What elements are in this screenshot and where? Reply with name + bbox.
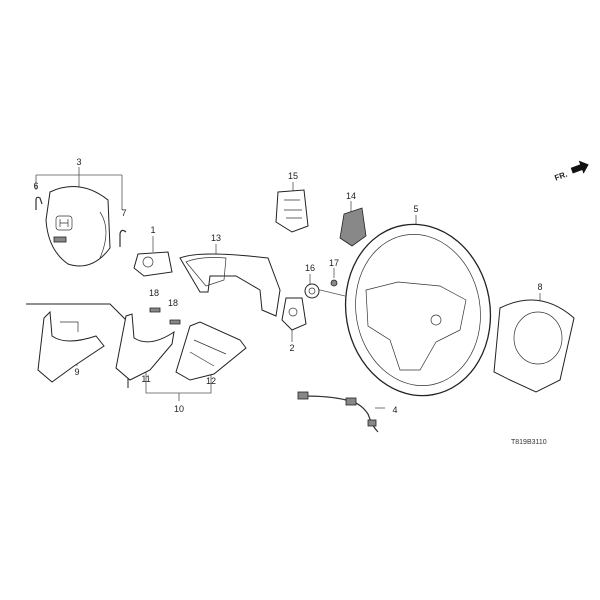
label-2: 2: [289, 343, 294, 353]
clip-7: [119, 229, 127, 247]
clip-6: [35, 196, 43, 210]
screw-18a: [149, 307, 161, 313]
label-6: 6: [33, 181, 38, 191]
label-3: 3: [76, 157, 81, 167]
cover-8: [493, 299, 575, 393]
label-7: 7: [121, 208, 126, 218]
steering-wheel: [344, 223, 492, 397]
cover-11: [115, 313, 175, 381]
bolt-17: [330, 279, 338, 287]
label-17: 17: [329, 258, 339, 268]
bezel-12: [175, 321, 247, 381]
label-8: 8: [537, 282, 542, 292]
part-16: [304, 283, 320, 299]
drawing-code: T819B3110: [511, 439, 547, 446]
cover-9: [37, 310, 105, 383]
arrow-icon: [570, 160, 589, 174]
label-11: 11: [141, 374, 150, 384]
garnish-13: [179, 253, 281, 317]
label-1: 1: [150, 225, 155, 235]
label-4: 4: [392, 405, 397, 415]
switch-15: [275, 189, 309, 233]
label-18a: 18: [149, 288, 159, 298]
switch-2: [281, 297, 307, 331]
screw-18b: [169, 319, 181, 325]
fr-label: FR.: [553, 170, 568, 183]
label-14: 14: [346, 191, 356, 201]
callout-labels: 1 2 3 4 5 6 7 8 9 10 11 12 13 14 15 16 1…: [33, 157, 542, 415]
label-9: 9: [74, 367, 79, 377]
label-18b: 18: [168, 298, 178, 308]
label-15: 15: [288, 171, 298, 181]
label-16: 16: [305, 263, 315, 273]
switch-1: [133, 251, 173, 277]
harness-4: [297, 391, 379, 433]
paddle-14: [339, 207, 367, 247]
front-direction-marker: FR.: [553, 160, 589, 183]
label-13: 13: [211, 233, 221, 243]
airbag-module: [45, 186, 111, 267]
label-12: 12: [206, 376, 216, 386]
label-5: 5: [413, 204, 418, 214]
label-10: 10: [174, 404, 184, 414]
